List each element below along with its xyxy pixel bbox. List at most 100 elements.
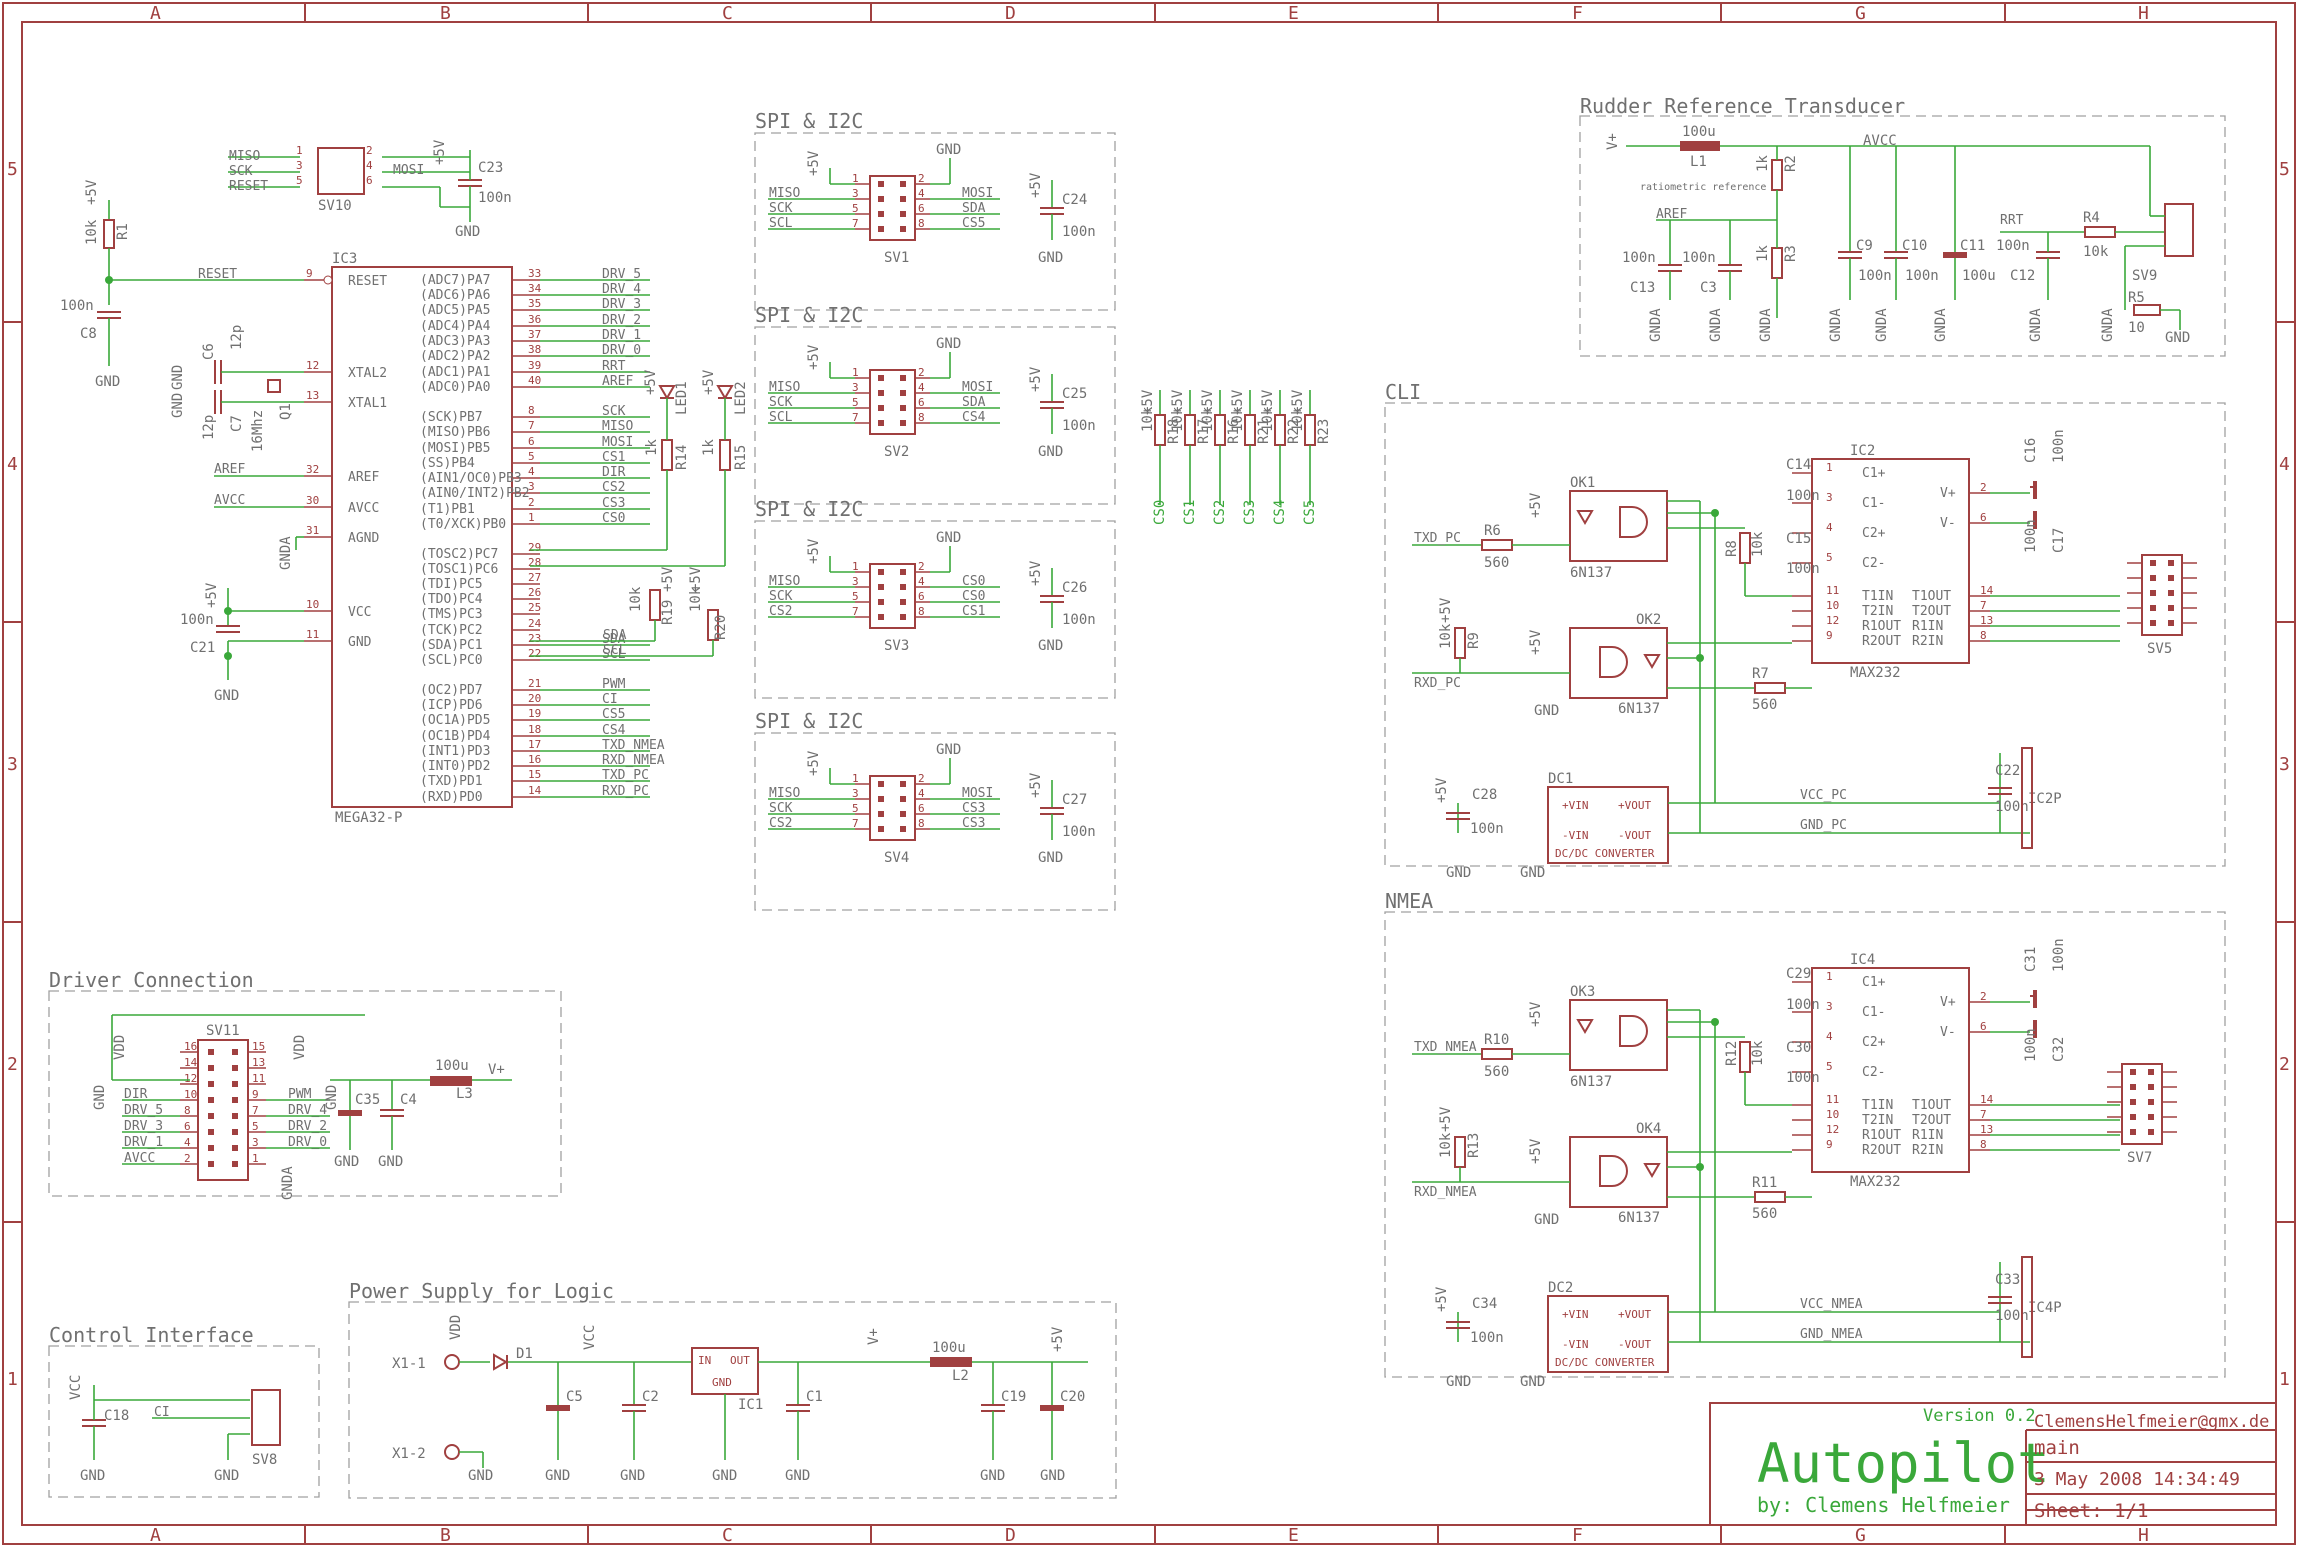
svg-text:VDD: VDD: [112, 1035, 128, 1060]
ic-pin-label: R2IN: [1912, 634, 1943, 649]
ic-pin-label: C2-: [1862, 1065, 1885, 1080]
net-label: SCL: [769, 410, 793, 425]
spi-group-2-title: SPI & I2C: [755, 303, 863, 327]
email-label: ClemensHelfmeier@gmx.de: [2034, 1412, 2269, 1432]
pin-marker: [878, 375, 884, 381]
net-label: AVCC: [124, 1151, 155, 1166]
net-label: MISO: [769, 574, 800, 589]
mcu-pin-label: (RXD)PD0: [420, 790, 483, 805]
pin-number: 8: [184, 1104, 191, 1117]
svg-text:GND: GND: [620, 1468, 645, 1484]
cli-group-title: CLI: [1385, 380, 1421, 404]
svg-text:AVCC: AVCC: [348, 501, 379, 516]
net-label: MISO: [769, 380, 800, 395]
resistor-value: 560: [1484, 555, 1509, 571]
net-label: DRV_0: [602, 343, 641, 358]
net-label: DIR: [602, 465, 626, 480]
optocoupler-tx: [1569, 490, 1668, 562]
pin-number: 7: [852, 605, 859, 618]
svg-text:3: 3: [7, 754, 18, 775]
control-group-title: Control Interface: [49, 1323, 254, 1347]
zone-col-top: A: [150, 3, 161, 24]
svg-text:GND: GND: [214, 1468, 239, 1484]
pin-marker: [878, 196, 884, 202]
svg-text:XTAL2: XTAL2: [348, 366, 387, 381]
svg-text:AVCC: AVCC: [1863, 133, 1897, 149]
cap-value: 100n: [1470, 821, 1504, 837]
ic-pin-label: T1IN: [1862, 1098, 1893, 1113]
ic-power-name: IC4P: [2028, 1300, 2062, 1316]
junction: [1696, 1163, 1704, 1171]
svg-text:5: 5: [2279, 159, 2290, 180]
svg-text:100n: 100n: [1682, 250, 1716, 266]
net-label: RRT: [602, 359, 626, 374]
ground-label: GND: [936, 742, 961, 758]
svg-text:C19: C19: [1001, 1389, 1026, 1405]
power-group-title: Power Supply for Logic: [349, 1279, 614, 1303]
power-label: +5V: [1434, 1286, 1450, 1312]
power-label: +5V: [1028, 560, 1044, 586]
pin-number: 5: [852, 396, 859, 409]
resistor-value: 10k: [1140, 406, 1156, 432]
svg-text:C3: C3: [1700, 280, 1717, 296]
power-label: +5V: [1528, 1001, 1544, 1027]
net-label: RXD_NMEA: [602, 753, 665, 768]
cap-value: 100n: [2023, 519, 2039, 553]
mcu-pin-number: 40: [528, 374, 541, 387]
net-label: DRV_3: [124, 1119, 163, 1134]
svg-text:C1: C1: [806, 1389, 823, 1405]
svg-text:SCL: SCL: [603, 643, 627, 658]
resistor-body: [1481, 1048, 1513, 1060]
power-label: +5V: [1028, 772, 1044, 798]
svg-text:E: E: [1288, 3, 1299, 24]
ground-label: GND: [936, 142, 961, 158]
svg-text:SV8: SV8: [252, 1452, 277, 1468]
resistor-body: [1214, 414, 1226, 446]
svg-text:12p: 12p: [201, 415, 217, 440]
net-label: GND_NMEA: [1800, 1327, 1863, 1342]
ground-label: GND: [1534, 703, 1559, 719]
resistor-value: 10k: [1230, 406, 1246, 432]
mcu-pin-label: (INT1)PD3: [420, 744, 490, 759]
mcu-pin-label: (T0/XCK)PB0: [420, 517, 506, 532]
svg-text:L2: L2: [952, 1368, 969, 1384]
pin-marker: [2148, 1114, 2154, 1120]
resistor-name: R16: [1226, 419, 1242, 444]
ic-power-name: IC2P: [2028, 791, 2062, 807]
net-label: SCL: [769, 216, 793, 231]
svg-text:GND: GND: [712, 1376, 732, 1389]
svg-text:100n: 100n: [478, 190, 512, 206]
svg-text:C35: C35: [355, 1092, 380, 1108]
pin-marker: [900, 226, 906, 232]
mcu-pin-number: 24: [528, 617, 542, 630]
net-label: MOSI: [962, 186, 993, 201]
svg-text:+5V: +5V: [432, 139, 448, 165]
svg-text:VCC: VCC: [348, 605, 371, 620]
cap-value: 100n: [1062, 224, 1096, 240]
pin-marker: [900, 569, 906, 575]
net-label: CS0: [962, 589, 985, 604]
pin-number: 11: [252, 1072, 265, 1085]
svg-text:AREF: AREF: [348, 470, 379, 485]
pin-marker: [208, 1097, 214, 1103]
power-label: +5V: [1438, 597, 1454, 623]
zone-row-labels: 5 4 3 2 1 5 4 3 2 1: [7, 159, 2290, 1390]
svg-text:G: G: [1855, 3, 1866, 24]
ic-pin-number: 8: [1980, 1138, 1987, 1151]
dcdc-pin: +VIN: [1562, 799, 1589, 812]
gate-symbol: [1619, 1015, 1648, 1047]
svg-text:1: 1: [7, 1369, 18, 1390]
pin-number: 9: [252, 1088, 259, 1101]
mcu-pin-label: (SDA)PC1: [420, 638, 483, 653]
svg-text:SV11: SV11: [206, 1023, 240, 1039]
svg-text:RESET: RESET: [198, 267, 237, 282]
ic-pin-label: C1-: [1862, 496, 1885, 511]
net-label: CS4: [602, 723, 626, 738]
resistor-body: [1184, 414, 1196, 446]
mcu-pin-number: 15: [528, 768, 541, 781]
power-label: +5V: [806, 344, 822, 370]
